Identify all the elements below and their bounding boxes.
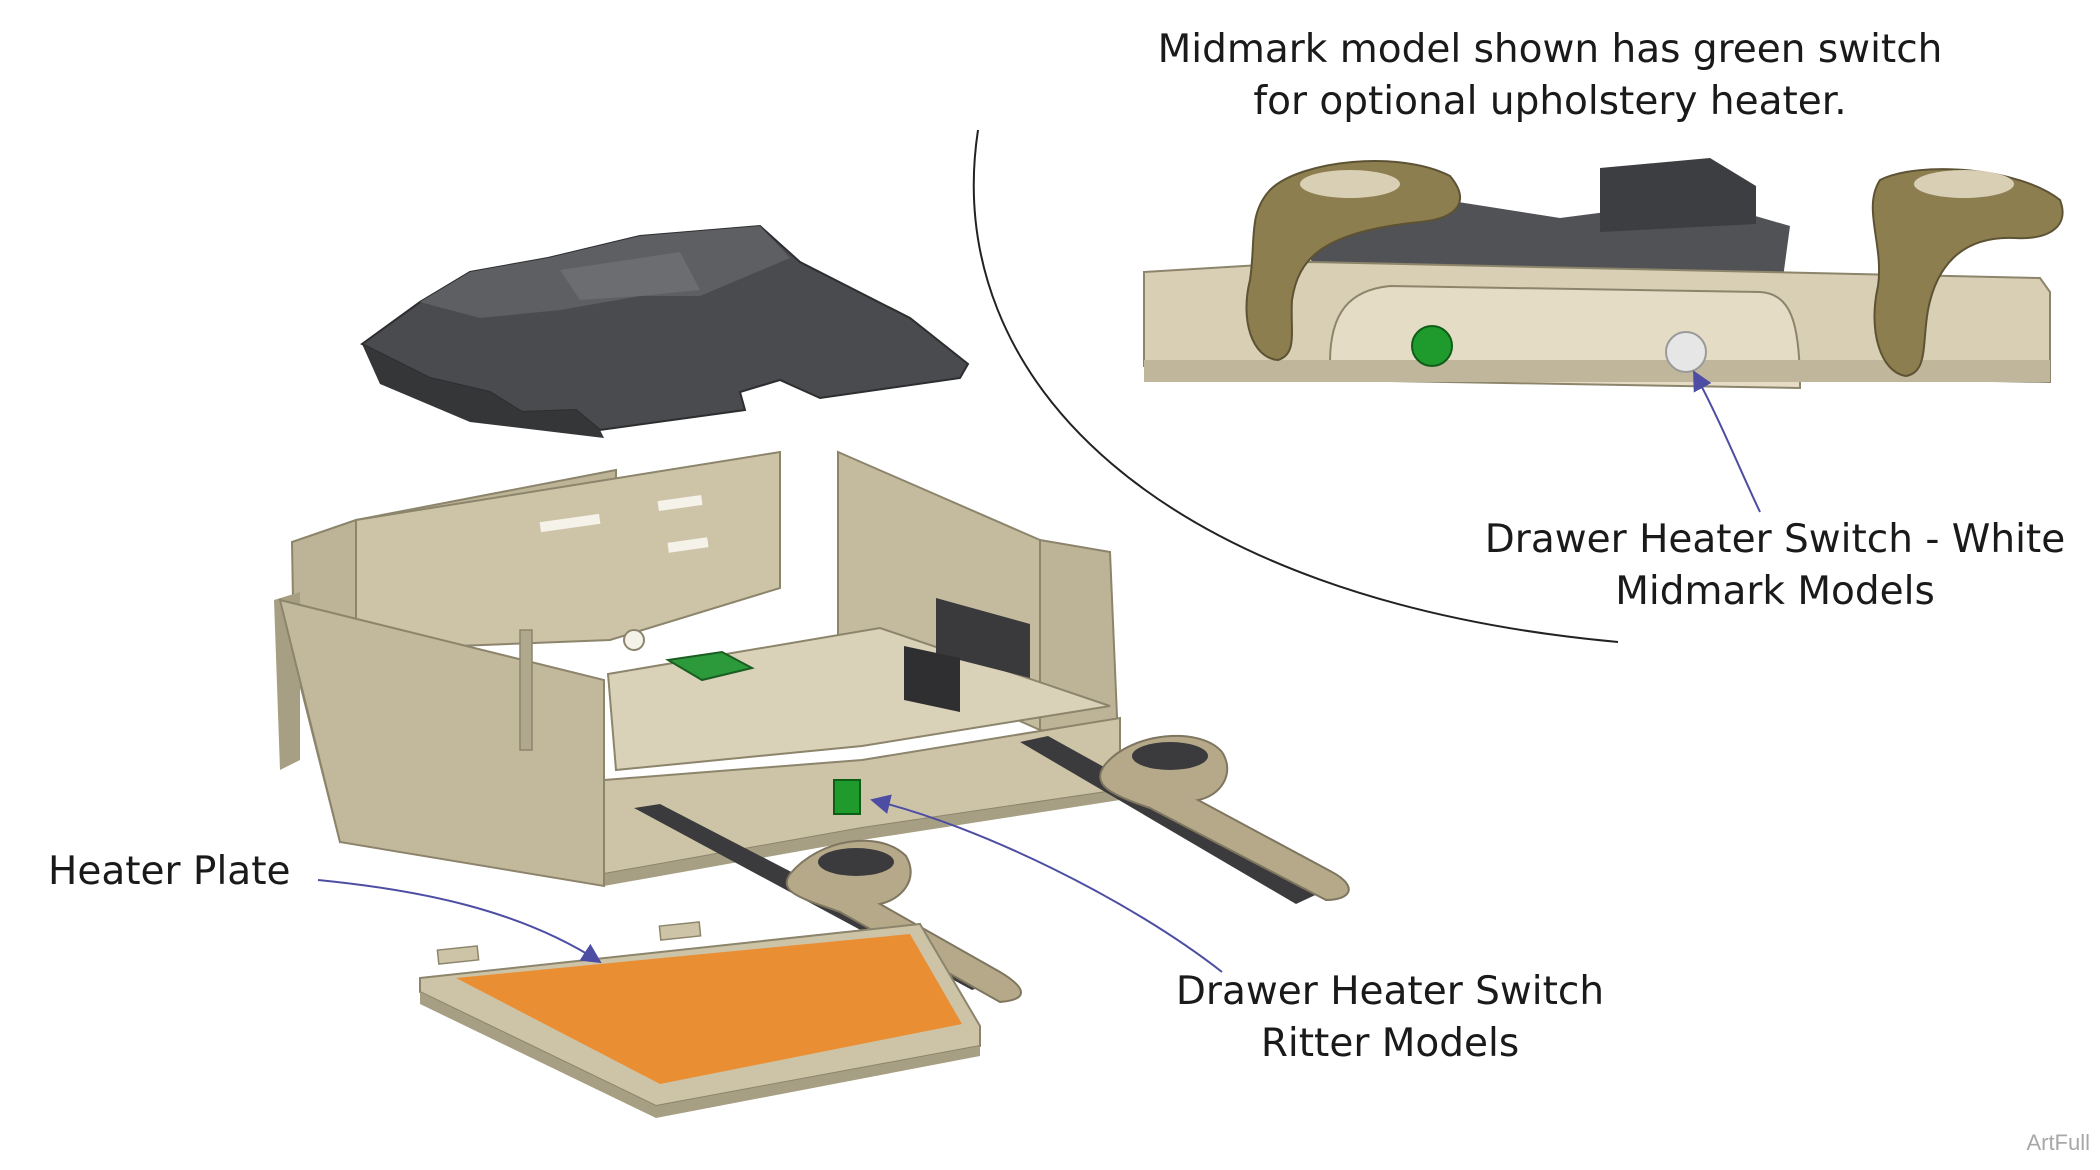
heater-plate-assembly: [419, 921, 981, 1118]
heater-plate-label: Heater Plate: [48, 849, 291, 894]
ritter-switch-leader-arrow: [870, 794, 1223, 973]
ritter-drawer-heater-switch: [833, 779, 861, 815]
watermark-text: ArtFull: [2026, 1130, 2090, 1155]
midmark-note-line-2: for optional upholstery heater.: [1253, 79, 1847, 124]
midmark-drawer-heater-switch: [1665, 331, 1707, 373]
white-switch-callout: Drawer Heater Switch - White Midmark Mod…: [1450, 514, 2100, 618]
midmark-note-line-1: Midmark model shown has green switch: [1157, 27, 1943, 72]
ritter-switch-line-2: Ritter Models: [1260, 1021, 1520, 1066]
heater-plate-surface: [456, 934, 962, 1084]
midmark-upholstery-heater-switch: [1411, 325, 1453, 367]
leader-arrows: [317, 370, 1761, 973]
heater-plate-callout: Heater Plate: [48, 846, 290, 898]
white-switch-line-1: Drawer Heater Switch - White: [1484, 517, 2066, 562]
ritter-switch-callout: Drawer Heater Switch Ritter Models: [1150, 966, 1630, 1070]
ritter-switch-line-1: Drawer Heater Switch: [1175, 969, 1605, 1014]
white-switch-leader-arrow: [1693, 370, 1761, 513]
midmark-detail-view: [972, 129, 2064, 643]
heater-plate-leader-arrow: [317, 879, 602, 964]
drawer-handles: [785, 734, 1350, 1004]
white-switch-line-2: Midmark Models: [1615, 569, 1935, 614]
drawer-box: [274, 450, 1121, 888]
drawer-top-cover: [360, 224, 970, 438]
midmark-note-callout: Midmark model shown has green switch for…: [1120, 24, 1980, 128]
